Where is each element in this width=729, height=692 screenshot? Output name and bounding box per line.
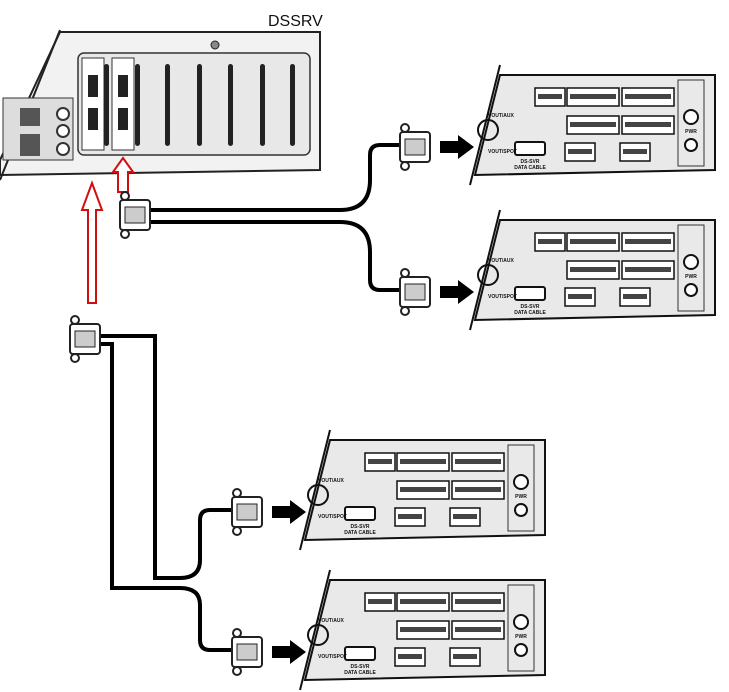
dssrv-server: DSSRV bbox=[0, 13, 323, 181]
pwr-label: PWR bbox=[685, 129, 697, 135]
data-cable_line1-label: DS-SVR bbox=[521, 159, 540, 165]
pwr-label: PWR bbox=[515, 634, 527, 640]
black-right-arrow-icon bbox=[440, 280, 474, 304]
dsub-connector-icon bbox=[231, 488, 263, 536]
vout-spot-label: VOUT/SPOT bbox=[488, 149, 517, 155]
dsub-connector-icon bbox=[231, 628, 263, 676]
data-cable_line2-label: DATA CABLE bbox=[514, 165, 546, 171]
server-label: DSSRV bbox=[268, 13, 323, 30]
data-cable_line2-label: DATA CABLE bbox=[514, 310, 546, 316]
black-right-arrow-icon bbox=[440, 135, 474, 159]
dsub-connector-icon bbox=[119, 191, 151, 239]
black-right-arrow-icon bbox=[272, 500, 306, 524]
dsub-connector-icon bbox=[399, 123, 431, 171]
data-cable_line1-label: DS-SVR bbox=[521, 304, 540, 310]
data-cable_line2-label: DATA CABLE bbox=[344, 530, 376, 536]
pwr-label: PWR bbox=[685, 274, 697, 280]
vout-aux-label: VOUT/AUX bbox=[488, 113, 515, 119]
vout-spot-label: VOUT/SPOT bbox=[488, 294, 517, 300]
black-right-arrow-icon bbox=[272, 640, 306, 664]
pwr-label: PWR bbox=[515, 494, 527, 500]
vout-aux-label: VOUT/AUX bbox=[488, 258, 515, 264]
dsub-connector-icon bbox=[399, 268, 431, 316]
data-cable_line1-label: DS-SVR bbox=[351, 524, 370, 530]
vout-aux-label: VOUT/AUX bbox=[318, 478, 345, 484]
red-up-arrow-icon bbox=[80, 156, 135, 304]
y-cable-upper bbox=[150, 143, 400, 292]
vout-aux-label: VOUT/AUX bbox=[318, 618, 345, 624]
y-cable-lower bbox=[100, 334, 232, 652]
vout-spot-label: VOUT/SPOT bbox=[318, 654, 347, 660]
dsub-connector-icon bbox=[69, 315, 101, 363]
vout-spot-label: VOUT/SPOT bbox=[318, 514, 347, 520]
data-cable_line2-label: DATA CABLE bbox=[344, 670, 376, 676]
data-cable_line1-label: DS-SVR bbox=[351, 664, 370, 670]
